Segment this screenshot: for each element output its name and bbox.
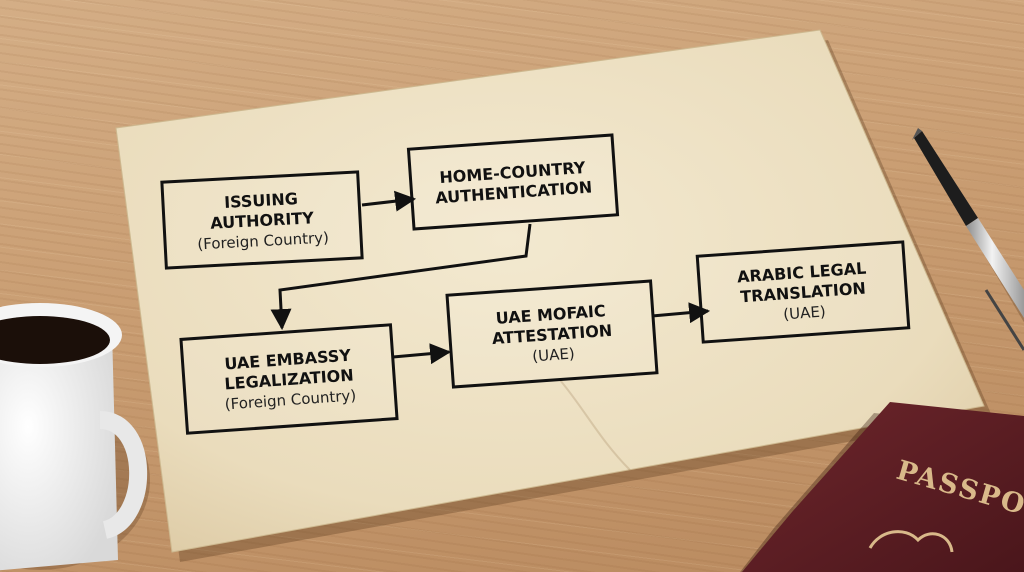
flow-arrow-issuing-authority-to-home-country-authentication: [361, 190, 417, 212]
flow-box-subtitle: (UAE): [532, 344, 576, 365]
pen: [912, 128, 1024, 351]
paper-sheet: [115, 29, 985, 553]
flow-box-border: [179, 323, 399, 435]
passport-emblem: [868, 530, 954, 553]
flow-box-border: [695, 240, 911, 344]
flow-arrow-uae-mofaic-attestation-to-arabic-legal-translation: [651, 302, 711, 324]
coffee-liquid: [0, 316, 110, 364]
paper-crease: [559, 379, 631, 471]
flow-box-border: [160, 170, 364, 270]
coffee-cup: [0, 303, 150, 571]
flow-arrow-uae-embassy-legalization-to-uae-mofaic-attestation: [392, 343, 452, 365]
flow-box-title-line: ISSUING: [224, 189, 299, 212]
passport: PASSPO: [740, 402, 1024, 572]
flow-box-subtitle: (UAE): [783, 302, 827, 323]
flow-arrow-home-country-authentication-to-uae-embassy-legalization: [270, 223, 532, 331]
flow-box-border: [406, 133, 620, 231]
flow-box-border: [445, 279, 659, 389]
